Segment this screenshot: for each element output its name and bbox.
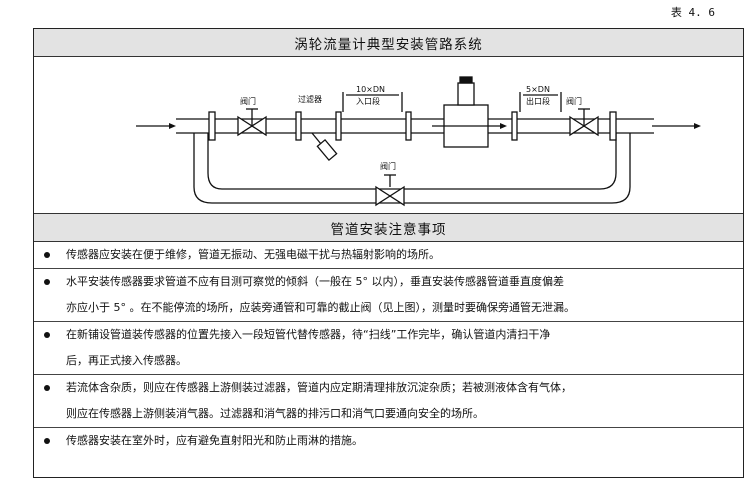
note-line: 则应在传感器上游侧装消气器。过滤器和消气器的排污口和消气口要通向安全的场所。 xyxy=(66,407,484,420)
table-title: 涡轮流量计典型安装管路系统 xyxy=(34,29,743,57)
filter-label: 过滤器 xyxy=(298,94,322,104)
note-item: 若流体含杂质，则应在传感器上游侧装过滤器，管道内应定期清理排放沉淀杂质；若被测液… xyxy=(34,375,743,428)
note-line: 水平安装传感器要求管道不应有目测可察觉的倾斜（一般在 5° 以内），垂直安装传感… xyxy=(66,275,564,288)
note-item: 在新铺设管道装传感器的位置先接入一段短管代替传感器，待“扫线”工作完毕，确认管道… xyxy=(34,322,743,375)
inlet-dim-label: 10×DN xyxy=(356,85,385,94)
bullet-icon xyxy=(34,242,60,268)
outlet-dim-label: 5×DN xyxy=(526,85,550,94)
valve-label-right: 阀门 xyxy=(566,96,582,106)
note-line: 传感器安装在室外时，应有避免直射阳光和防止雨淋的措施。 xyxy=(66,434,363,447)
valve-label-left: 阀门 xyxy=(240,96,256,106)
note-line: 传感器应安装在便于维修，管道无振动、无强电磁干扰与热辐射影响的场所。 xyxy=(66,248,440,261)
inlet-label: 入口段 xyxy=(356,96,380,106)
note-line: 亦应小于 5° 。在不能停流的场所，应装旁通管和可靠的截止阀（见上图），测量时要… xyxy=(66,301,575,314)
table-number: 表 4. 6 xyxy=(670,6,715,19)
left-tee-flange xyxy=(208,111,216,141)
outlet-label: 出口段 xyxy=(526,96,550,106)
piping-diagram-svg: 阀门 过滤器 10×DN 入口段 5×DN 出口段 阀门 阀门 xyxy=(136,76,701,207)
bullet-icon xyxy=(34,269,60,321)
note-line: 后，再正式接入传感器。 xyxy=(66,354,187,367)
filter-body xyxy=(316,138,338,162)
note-item: 水平安装传感器要求管道不应有目测可察觉的倾斜（一般在 5° 以内），垂直安装传感… xyxy=(34,269,743,322)
note-item: 传感器安装在室外时，应有避免直射阳光和防止雨淋的措施。 xyxy=(34,428,743,454)
spec-table: 涡轮流量计典型安装管路系统 xyxy=(33,28,744,478)
note-line: 若流体含杂质，则应在传感器上游侧装过滤器，管道内应定期清理排放沉淀杂质；若被测液… xyxy=(66,381,572,394)
valve-label-bypass: 阀门 xyxy=(380,161,396,171)
bullet-icon xyxy=(34,428,60,454)
note-item: 传感器应安装在便于维修，管道无振动、无强电磁干扰与热辐射影响的场所。 xyxy=(34,242,743,269)
bullet-icon xyxy=(34,322,60,374)
piping-diagram: 阀门 过滤器 10×DN 入口段 5×DN 出口段 阀门 阀门 xyxy=(34,57,743,214)
notes-title: 管道安装注意事项 xyxy=(34,214,743,242)
right-tee-flange xyxy=(609,111,617,141)
bullet-icon xyxy=(34,375,60,427)
note-line: 在新铺设管道装传感器的位置先接入一段短管代替传感器，待“扫线”工作完毕，确认管道… xyxy=(66,328,551,341)
